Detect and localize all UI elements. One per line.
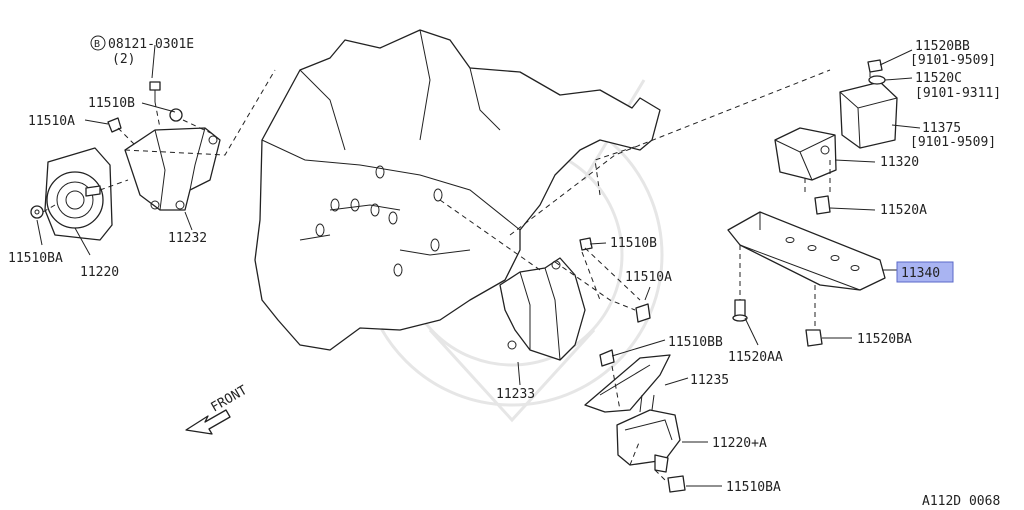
label-11510A-left[interactable]: 11510A [28,114,75,129]
label-11220A[interactable]: 11220+A [712,436,767,451]
label-11375[interactable]: 11375 [922,121,961,136]
engine-block [254,29,661,351]
label-11375-range: [9101-9509] [910,135,996,150]
center-mount-group [439,199,686,493]
left-bracket-11232 [124,127,221,211]
center-insulator-11220A [616,409,681,466]
insulator-11375 [839,81,898,149]
label-11232[interactable]: 11232 [168,231,207,246]
label-bolt-code[interactable]: 08121-0301E [108,37,194,52]
label-11340[interactable]: 11340 [901,266,940,281]
label-front: FRONT [209,383,251,416]
bolt-circle-letter: B [94,39,100,50]
label-11520C-range: [9101-9311] [915,86,1001,101]
label-11233[interactable]: 11233 [496,387,535,402]
bolt-circle-icon [90,35,106,51]
label-11520BB-range: [9101-9509] [910,53,996,68]
label-11510BA-left[interactable]: 11510BA [8,251,63,266]
part-highlight [896,261,954,283]
washer-11510BA [30,205,44,219]
crossmember-11340 [727,211,886,291]
label-11510A-mid[interactable]: 11510A [625,270,672,285]
label-11520BA[interactable]: 11520BA [857,332,912,347]
front-arrow [185,409,231,435]
label-11220[interactable]: 11220 [80,265,119,280]
front-arrow-icon [185,409,231,435]
label-11520C[interactable]: 11520C [915,71,962,86]
left-mount-group [30,69,276,241]
heat-shield-11235 [584,354,671,413]
label-11520A[interactable]: 11520A [880,203,927,218]
label-11520AA[interactable]: 11520AA [728,350,783,365]
label-11510B-left[interactable]: 11510B [88,96,135,111]
diagram-code: A112D 0068 [922,494,1000,509]
label-11320[interactable]: 11320 [880,155,919,170]
label-11510B-mid[interactable]: 11510B [610,236,657,251]
center-bracket-11233 [499,257,586,361]
right-mount-group [509,59,898,347]
label-11520BB[interactable]: 11520BB [915,39,970,54]
mount-11320 [774,127,837,181]
label-11235[interactable]: 11235 [690,373,729,388]
label-11510BA-bottom[interactable]: 11510BA [726,480,781,495]
label-bolt-qty: (2) [112,52,135,67]
label-11510BB[interactable]: 11510BB [668,335,723,350]
